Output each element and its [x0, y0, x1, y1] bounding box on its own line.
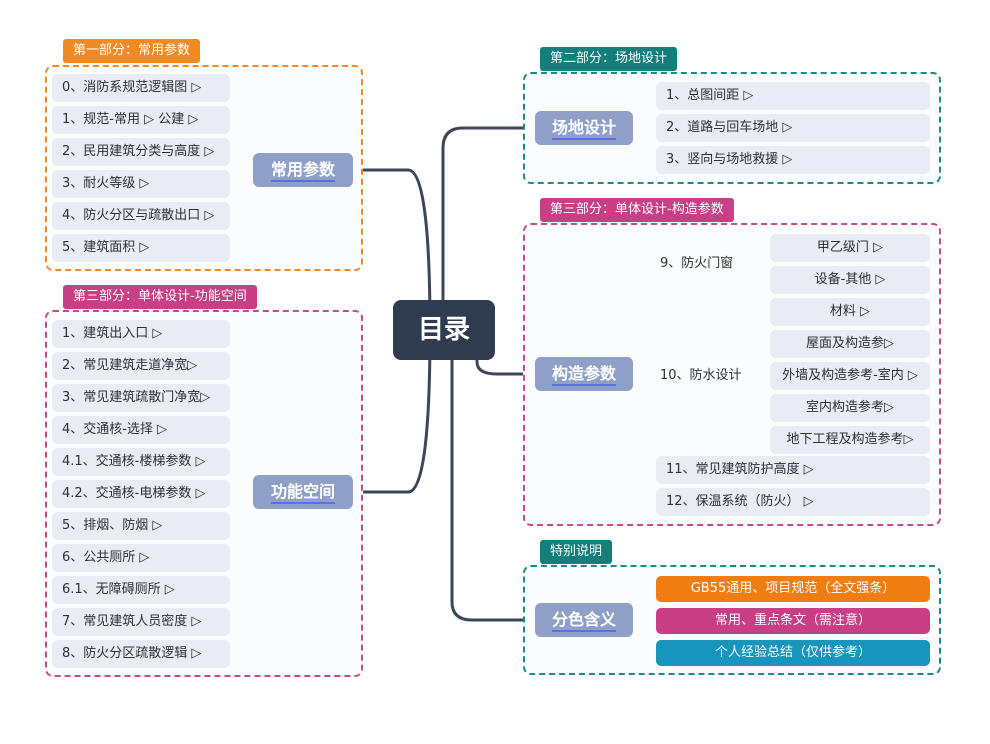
sub-fire-doors[interactable]: 9、防火门窗 [658, 251, 736, 277]
part3a-item[interactable]: 6.1、无障碍厕所 ▷ [52, 576, 230, 604]
part1-item[interactable]: 1、规范-常用 ▷ 公建 ▷ [52, 106, 230, 134]
part3a-item[interactable]: 2、常见建筑走道净宽▷ [52, 352, 230, 380]
root-node[interactable]: 目录 [393, 300, 495, 360]
link-root-part2 [441, 126, 535, 300]
part2-item[interactable]: 3、竖向与场地救援 ▷ [656, 146, 930, 174]
sub-waterproofing[interactable]: 10、防水设计 [658, 363, 744, 389]
part3a-item[interactable]: 8、防火分区疏散逻辑 ▷ [52, 640, 230, 668]
part1-hub[interactable]: 常用参数 [253, 153, 353, 187]
part3b-hub[interactable]: 构造参数 [535, 357, 633, 391]
part3a-item[interactable]: 4.1、交通核-楼梯参数 ▷ [52, 448, 230, 476]
special-tag: 特别说明 [540, 540, 613, 564]
waterproof-item[interactable]: 外墙及构造参考-室内 ▷ [770, 362, 930, 390]
part3a-item[interactable]: 4、交通核-选择 ▷ [52, 416, 230, 444]
part3a-tag: 第三部分：单体设计-功能空间 [63, 285, 257, 309]
part3a-item[interactable]: 1、建筑出入口 ▷ [52, 320, 230, 348]
part3a-item[interactable]: 3、常见建筑疏散门净宽▷ [52, 384, 230, 412]
part2-item[interactable]: 1、总图间距 ▷ [656, 82, 930, 110]
part1-tag: 第一部分：常用参数 [63, 39, 201, 63]
part3a-hub[interactable]: 功能空间 [253, 475, 353, 509]
part1-item[interactable]: 2、民用建筑分类与高度 ▷ [52, 138, 230, 166]
special-hub[interactable]: 分色含义 [535, 603, 633, 637]
part2-hub[interactable]: 场地设计 [535, 111, 633, 145]
legend-pill: 个人经验总结（仅供参考） [656, 640, 930, 666]
link-root-part3b [475, 360, 535, 376]
link-root-special [450, 360, 535, 622]
part1-item[interactable]: 0、消防系规范逻辑图 ▷ [52, 74, 230, 102]
part3a-item[interactable]: 6、公共厕所 ▷ [52, 544, 230, 572]
fire-door-item[interactable]: 甲乙级门 ▷ [770, 234, 930, 262]
waterproof-item[interactable]: 室内构造参考▷ [770, 394, 930, 422]
waterproof-item[interactable]: 地下工程及构造参考▷ [770, 426, 930, 454]
part3a-item[interactable]: 7、常见建筑人员密度 ▷ [52, 608, 230, 636]
waterproof-item[interactable]: 屋面及构造参▷ [770, 330, 930, 358]
legend-pill: 常用、重点条文（需注意） [656, 608, 930, 634]
part1-item[interactable]: 4、防火分区与疏散出口 ▷ [52, 202, 230, 230]
waterproof-item[interactable]: 材料 ▷ [770, 298, 930, 326]
part3a-item[interactable]: 4.2、交通核-电梯参数 ▷ [52, 480, 230, 508]
part1-item[interactable]: 5、建筑面积 ▷ [52, 234, 230, 262]
fire-door-item[interactable]: 设备-其他 ▷ [770, 266, 930, 294]
legend-pill: GB55通用、项目规范（全文强条） [656, 576, 930, 602]
item-protection-height[interactable]: 11、常见建筑防护高度 ▷ [656, 456, 930, 484]
part3b-tag: 第三部分：单体设计-构造参数 [540, 198, 734, 222]
part2-item[interactable]: 2、道路与回车场地 ▷ [656, 114, 930, 142]
part3a-item[interactable]: 5、排烟、防烟 ▷ [52, 512, 230, 540]
item-insulation-system[interactable]: 12、保温系统（防火） ▷ [656, 488, 930, 516]
part1-item[interactable]: 3、耐火等级 ▷ [52, 170, 230, 198]
part2-tag: 第二部分：场地设计 [540, 47, 678, 71]
